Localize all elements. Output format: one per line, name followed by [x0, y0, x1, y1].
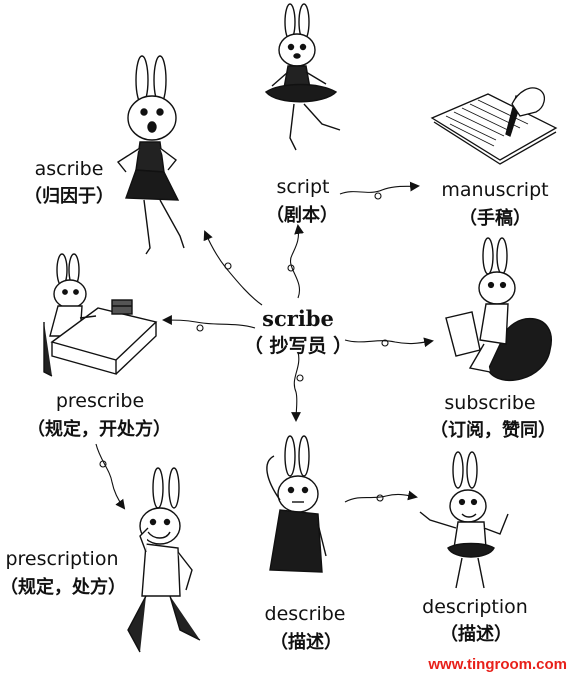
arrow-scribe-to-describe — [291, 351, 301, 422]
rabbit-thinking-icon — [266, 435, 327, 573]
gloss-describe: （描述） — [270, 632, 342, 653]
word-manuscript: manuscript — [441, 179, 549, 201]
gloss-subscribe: （订阅，赞同） — [430, 420, 556, 441]
center-gloss: （ 抄写员 ） — [243, 335, 353, 357]
word-script: script — [276, 176, 330, 198]
watermark: www.tingroom.com — [428, 656, 567, 673]
word-ascribe: ascribe — [34, 158, 104, 180]
arrow-scribe-to-ascribe — [203, 230, 263, 306]
arrow-describe-to-description — [344, 490, 418, 503]
gloss-description: （描述） — [440, 624, 512, 645]
gloss-prescribe: （规定，开处方） — [27, 419, 171, 440]
gloss-manuscript: （手稿） — [459, 208, 531, 229]
rabbit-at-desk-icon — [43, 253, 158, 377]
rabbit-posing-icon — [127, 467, 201, 653]
rabbit-pointing-icon — [116, 55, 185, 255]
gloss-prescription: （规定，处方） — [0, 577, 126, 598]
gloss-ascribe: （归因于） — [24, 186, 114, 207]
arrow-prescribe-to-prescription — [95, 443, 126, 510]
word-subscribe: subscribe — [444, 392, 536, 414]
arrow-scribe-to-prescribe — [162, 315, 256, 329]
rabbit-explaining-icon — [419, 451, 509, 589]
word-describe: describe — [264, 603, 346, 625]
rabbit-ballerina-icon — [264, 3, 341, 151]
arrow-scribe-to-subscribe — [344, 337, 434, 348]
word-description: description — [422, 596, 528, 618]
center-word: scribe — [262, 306, 334, 331]
word-prescribe: prescribe — [55, 390, 145, 412]
arrow-scribe-to-script — [289, 224, 305, 299]
arrow-script-to-manuscript — [339, 181, 420, 195]
gloss-script: （剧本） — [266, 205, 338, 226]
rabbit-reading-icon — [445, 237, 553, 381]
word-prescription: prescription — [5, 548, 119, 570]
hand-writing-paper-icon — [430, 87, 558, 165]
